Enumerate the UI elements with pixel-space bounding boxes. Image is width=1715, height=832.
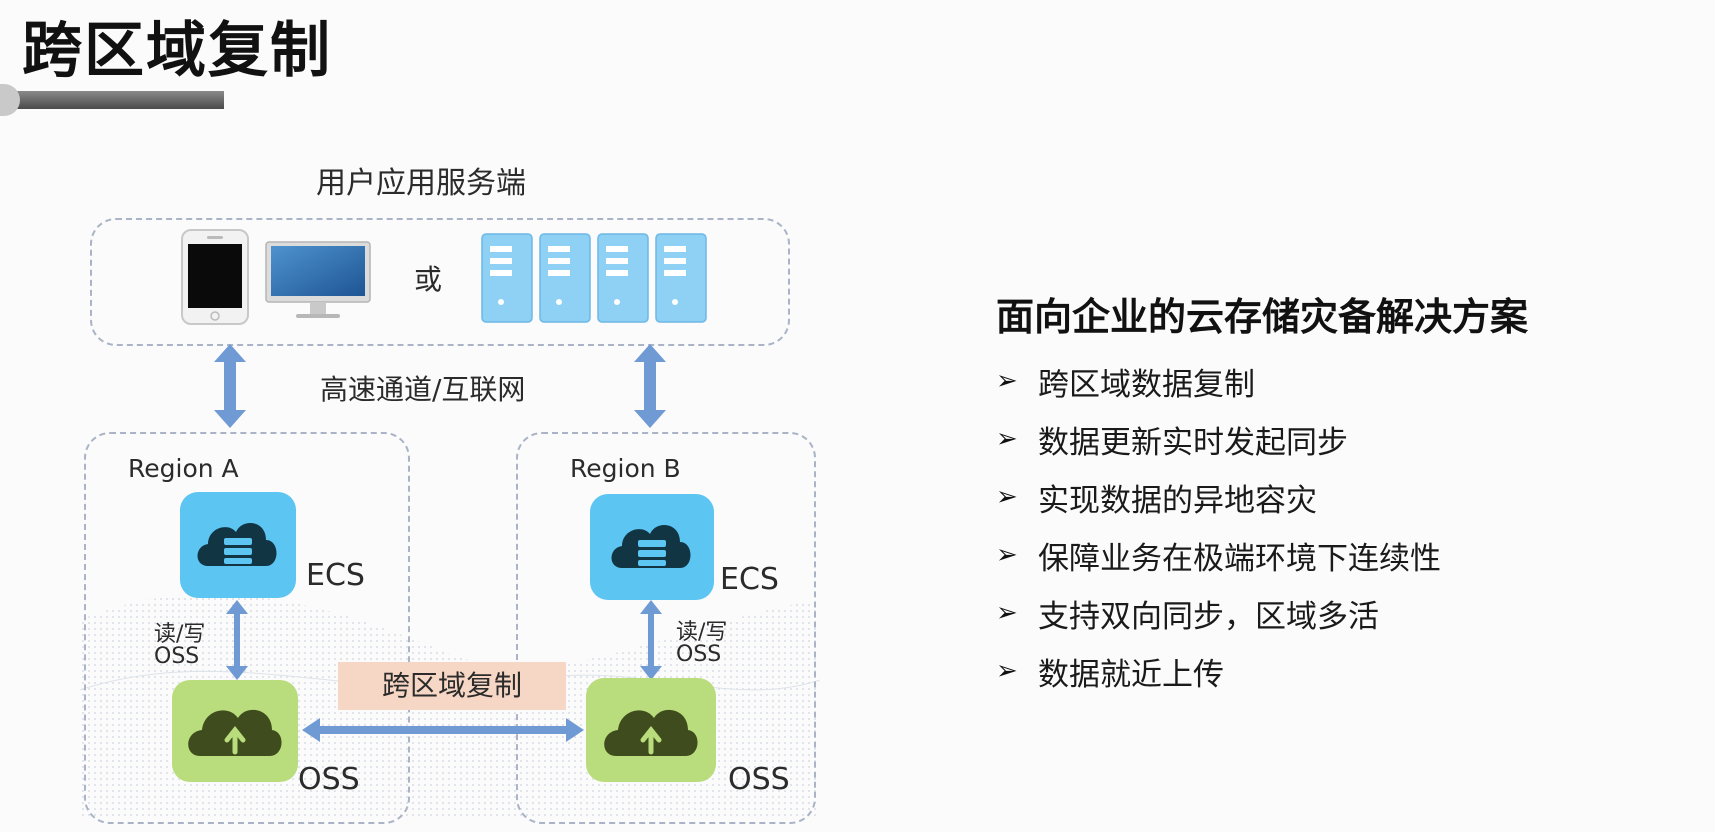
oss-b-label: OSS: [728, 762, 790, 797]
list-item: ➢ 跨区域数据复制: [996, 352, 1441, 410]
ecs-b-icon-box: [590, 494, 714, 600]
region-b-rw-label-line2: OSS: [676, 642, 722, 667]
region-a-label: Region A: [128, 454, 239, 483]
bullet-arrow-icon: ➢: [996, 366, 1018, 396]
client-box: [90, 218, 790, 346]
or-label: 或: [414, 263, 443, 296]
region-b-box: [516, 432, 816, 824]
replication-label: 跨区域复制: [338, 662, 566, 710]
client-label: 用户应用服务端: [316, 166, 526, 201]
left-network-arrow: [214, 344, 246, 428]
monitor-icon: [265, 241, 371, 318]
cloud-upload-icon: [188, 709, 282, 756]
cloud-server-icon: [611, 524, 691, 568]
cloud-server-icon: [197, 522, 277, 566]
right-network-arrow: [634, 344, 666, 428]
region-b-rw-arrow: [640, 600, 662, 680]
network-label: 高速通道/互联网: [320, 373, 526, 406]
title-underline-bar: [0, 91, 224, 109]
list-item: ➢ 数据更新实时发起同步: [996, 410, 1441, 468]
region-b-rw-label-line1: 读/写: [676, 620, 728, 645]
list-item-text: 实现数据的异地容灾: [1038, 482, 1317, 519]
replication-arrow: [302, 718, 584, 742]
ecs-a-icon-box: [180, 492, 296, 598]
region-a-rw-label-line1: 读/写: [154, 622, 206, 647]
bullet-arrow-icon: ➢: [996, 598, 1018, 628]
region-a-box: [84, 432, 410, 824]
list-item-text: 数据更新实时发起同步: [1038, 424, 1348, 461]
region-b-label: Region B: [570, 454, 681, 483]
bullet-arrow-icon: ➢: [996, 424, 1018, 454]
oss-b-icon-box: [586, 678, 716, 782]
title-bar-tip: [0, 84, 20, 116]
list-item-text: 保障业务在极端环境下连续性: [1038, 540, 1441, 577]
oss-a-label: OSS: [298, 762, 360, 797]
phone-icon: [181, 229, 249, 325]
oss-a-icon-box: [172, 680, 298, 782]
bullet-arrow-icon: ➢: [996, 656, 1018, 686]
region-a-rw-arrow: [226, 600, 248, 680]
list-item: ➢ 保障业务在极端环境下连续性: [996, 526, 1441, 584]
ecs-a-label: ECS: [306, 558, 365, 593]
list-item-text: 支持双向同步，区域多活: [1038, 598, 1379, 635]
list-item-text: 数据就近上传: [1038, 656, 1224, 693]
list-item: ➢ 数据就近上传: [996, 642, 1441, 700]
bullet-arrow-icon: ➢: [996, 540, 1018, 570]
solution-heading: 面向企业的云存储灾备解决方案: [996, 295, 1529, 339]
ecs-b-label: ECS: [720, 562, 779, 597]
list-item-text: 跨区域数据复制: [1038, 366, 1255, 403]
server-rack-icon: [481, 233, 707, 323]
feature-list: ➢ 跨区域数据复制 ➢ 数据更新实时发起同步 ➢ 实现数据的异地容灾 ➢ 保障业…: [996, 352, 1441, 700]
bullet-arrow-icon: ➢: [996, 482, 1018, 512]
cloud-upload-icon: [604, 709, 698, 756]
list-item: ➢ 支持双向同步，区域多活: [996, 584, 1441, 642]
region-a-rw-label-line2: OSS: [154, 644, 200, 669]
page-title: 跨区域复制: [22, 16, 332, 86]
list-item: ➢ 实现数据的异地容灾: [996, 468, 1441, 526]
